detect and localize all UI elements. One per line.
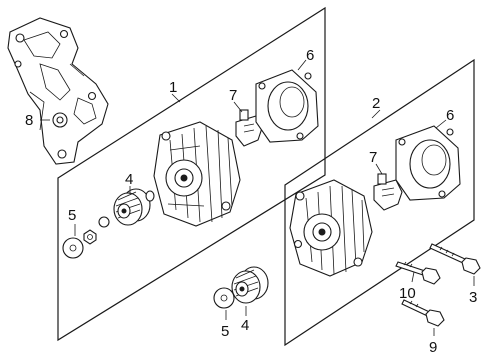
callout-8: 8 (25, 112, 33, 129)
callout-5-left: 5 (68, 207, 76, 224)
leader-1 (171, 93, 181, 103)
callout-10: 10 (399, 285, 416, 302)
callout-5-right: 5 (221, 323, 229, 340)
leader-6-right (435, 119, 447, 129)
callout-2: 2 (372, 95, 380, 112)
callout-9: 9 (429, 339, 437, 356)
callout-6-right: 6 (446, 107, 454, 124)
alternator-right (289, 179, 373, 277)
callout-4-left: 4 (125, 171, 133, 188)
callout-6-left: 6 (306, 47, 314, 64)
cap-left-center (69, 244, 77, 252)
rear-cover-right (395, 125, 461, 201)
bolt-9 (401, 299, 445, 327)
callout-7-right: 7 (369, 149, 377, 166)
nut-left-hole (87, 234, 93, 240)
leader-7-left (233, 101, 243, 113)
pulley-right (231, 266, 269, 304)
leader-7-right (375, 163, 383, 175)
leader-2 (371, 109, 381, 119)
cap-left (62, 237, 84, 259)
callout-1: 1 (169, 79, 177, 96)
panel-assembly-2 (284, 58, 475, 347)
washer-left (145, 190, 155, 202)
spacer-left (98, 216, 110, 228)
bolt-3 (429, 243, 481, 275)
cap-right (213, 287, 235, 309)
callout-4-right: 4 (241, 317, 249, 334)
panel-assembly-1 (57, 6, 326, 342)
leader-10 (411, 271, 415, 283)
pulley-left (113, 188, 151, 226)
bolt-10 (395, 261, 441, 285)
callout-7-left: 7 (229, 87, 237, 104)
alternator-left (153, 121, 241, 227)
cap-right-center (220, 294, 228, 302)
mounting-bracket (7, 17, 109, 165)
rear-cover-left (255, 69, 319, 143)
callout-3: 3 (469, 289, 477, 306)
nut-left (83, 229, 97, 245)
leader-6-left (297, 59, 307, 71)
